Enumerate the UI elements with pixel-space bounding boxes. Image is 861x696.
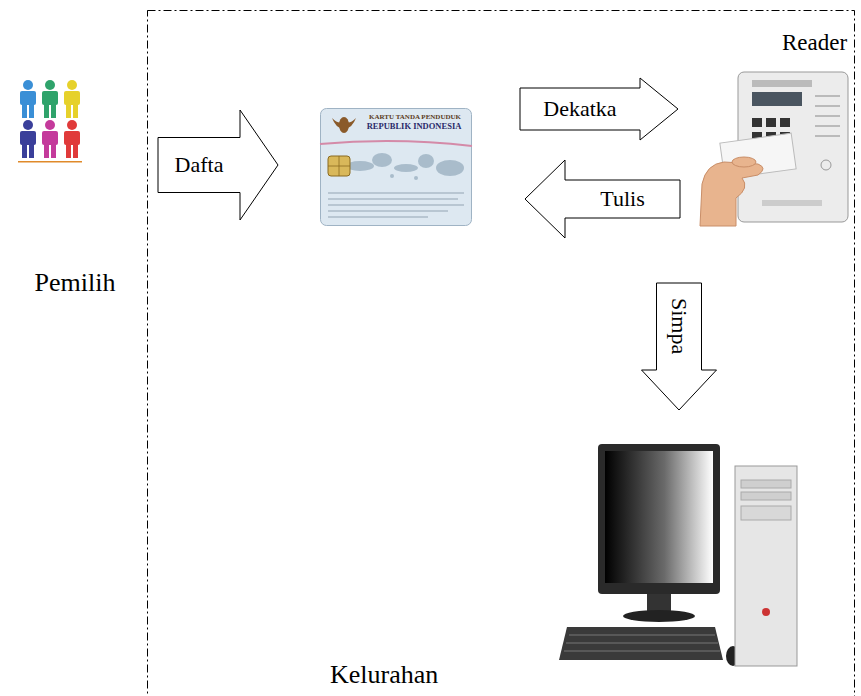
node-text: Pemilih xyxy=(35,268,116,298)
region-outline xyxy=(148,11,855,696)
arrow-label: Simpa xyxy=(667,296,691,356)
card-reader-picture xyxy=(700,72,848,226)
office-region: Kelurahan KARTU TANDA PENDUDUKREPUBLIK IN… xyxy=(147,10,855,696)
id-card: KARTU TANDA PENDUDUKREPUBLIK INDONESIA xyxy=(320,108,472,226)
node-text: KARTU TANDA PENDUDUK xyxy=(369,113,461,121)
voters-icon xyxy=(18,80,82,163)
card-reader: Reader xyxy=(698,30,856,226)
node-text: Kelurahan xyxy=(330,660,438,690)
block-arrow xyxy=(642,283,717,410)
node-text: REPUBLIK INDONESIA xyxy=(367,122,462,132)
id-card-picture xyxy=(320,109,472,226)
computer xyxy=(555,432,803,692)
block-arrow xyxy=(525,160,680,238)
arrow-label: Tulis xyxy=(598,187,646,211)
arrow-label: Dekatka xyxy=(541,97,618,121)
voter-group: Pemilih xyxy=(5,78,145,306)
block-arrow xyxy=(158,110,278,220)
block-arrow xyxy=(520,78,678,140)
arrow-label: Dafta xyxy=(173,153,226,177)
computer-picture xyxy=(559,444,797,666)
node-text: Reader xyxy=(782,30,847,56)
